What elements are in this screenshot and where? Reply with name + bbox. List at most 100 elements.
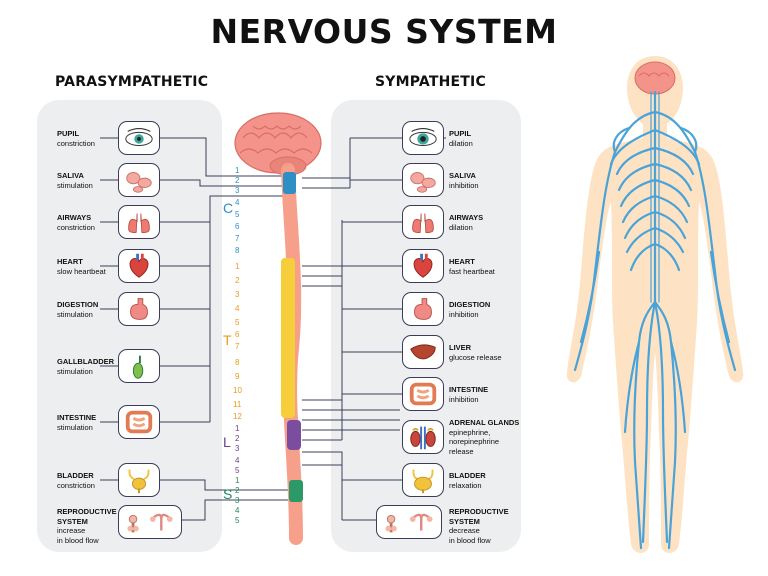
sympathetic-heading: SYMPATHETIC — [375, 74, 486, 90]
bladder-icon — [118, 463, 160, 497]
cervical-letter: C — [223, 200, 234, 216]
item-desc: stimulation — [57, 309, 93, 319]
cervical-number: 3 — [235, 186, 240, 195]
item-desc: inhibition — [449, 309, 479, 319]
thoracic-number: 11 — [233, 400, 242, 409]
sacral-number: 1 — [235, 476, 240, 485]
item-name: LIVER — [449, 343, 472, 352]
item-desc: epinephrine, — [449, 427, 491, 437]
item-desc: dilation — [449, 138, 473, 148]
gallbladder-icon — [118, 349, 160, 383]
item-desc: stimulation — [57, 366, 93, 376]
human-body-nervous-system-illustration — [566, 56, 744, 553]
heart-icon — [402, 249, 444, 283]
item-desc: slow heartbeat — [57, 266, 106, 276]
symp-label-liver: LIVER glucose release — [449, 343, 502, 362]
heart-icon — [118, 249, 160, 283]
lungs-icon — [402, 205, 444, 239]
thoracic-number: 10 — [233, 386, 242, 395]
item-name: PUPIL — [449, 129, 472, 138]
item-name: PUPIL — [57, 129, 80, 138]
item-desc: fast heartbeat — [449, 266, 495, 276]
item-desc: stimulation — [57, 422, 93, 432]
spine-labels: 1 2 3 C 4 5 6 7 8 1 2 3 4 5 T 6 7 8 9 10… — [223, 166, 246, 526]
nerve-network — [573, 90, 737, 550]
item-desc3: in blood flow — [449, 535, 491, 545]
cervical-number: 6 — [235, 222, 240, 231]
lumbar-number: 1 — [235, 424, 240, 433]
salivary-glands-icon — [118, 163, 160, 197]
item-desc: constriction — [57, 480, 95, 490]
item-desc: stimulation — [57, 180, 93, 190]
bladder-icon — [402, 463, 444, 497]
intestine-icon — [402, 377, 444, 411]
item-name: BLADDER — [57, 471, 94, 480]
item-name: INTESTINE — [449, 385, 489, 394]
thoracic-number: 9 — [235, 372, 240, 381]
symp-label-bladder: BLADDER relaxation — [449, 471, 486, 490]
brain-and-spinal-cord — [234, 112, 322, 545]
cervical-number: 1 — [235, 166, 240, 175]
symp-label-saliva: SALIVA inhibition — [449, 171, 479, 190]
sacral-number: 4 — [235, 506, 240, 515]
thoracic-number: 2 — [235, 276, 240, 285]
thoracic-letter: T — [223, 332, 232, 348]
sacral-number: 5 — [235, 516, 240, 525]
item-desc: dilation — [449, 222, 473, 232]
liver-icon — [402, 335, 444, 369]
thoracic-number: 4 — [235, 304, 240, 313]
para-label-bladder: BLADDER constriction — [57, 471, 95, 490]
cervical-number: 2 — [235, 176, 240, 185]
item-name: HEART — [57, 257, 83, 266]
item-desc: inhibition — [449, 180, 479, 190]
item-desc3: release — [449, 446, 474, 456]
item-desc: constriction — [57, 138, 95, 148]
lungs-icon — [118, 205, 160, 239]
parasympathetic-heading: PARASYMPATHETIC — [55, 74, 209, 90]
intestine-icon — [118, 405, 160, 439]
stomach-icon — [402, 292, 444, 326]
sacral-letter: S — [223, 486, 233, 502]
item-name: AIRWAYS — [449, 213, 484, 222]
para-label-heart: HEART slow heartbeat — [57, 257, 106, 276]
item-desc: SYSTEM — [57, 516, 88, 526]
thoracic-number: 6 — [235, 330, 240, 339]
item-name: AIRWAYS — [57, 213, 92, 222]
reproductive-organs-icon — [118, 505, 182, 539]
lumbar-number: 5 — [235, 466, 240, 475]
reproductive-organs-icon — [376, 505, 442, 539]
cervical-number: 8 — [235, 246, 240, 255]
page-title: NERVOUS SYSTEM — [210, 12, 558, 51]
thoracic-number: 12 — [233, 412, 242, 421]
item-desc: SYSTEM — [449, 516, 480, 526]
para-label-digestion: DIGESTION stimulation — [57, 300, 98, 319]
para-label-gallbladder: GALLBLADDER stimulation — [57, 357, 114, 376]
lumbar-number: 2 — [235, 434, 240, 443]
item-desc: inhibition — [449, 394, 479, 404]
item-name: GALLBLADDER — [57, 357, 115, 366]
item-name: DIGESTION — [57, 300, 99, 309]
cervical-number: 5 — [235, 210, 240, 219]
symp-label-reproductive: REPRODUCTIVE SYSTEM decrease in blood fl… — [449, 507, 509, 545]
item-desc2: norepinephrine — [449, 437, 500, 446]
brain-icon — [634, 61, 676, 95]
stomach-icon — [118, 292, 160, 326]
item-name: BLADDER — [449, 471, 486, 480]
item-desc2: increase — [57, 526, 86, 535]
item-name: DIGESTION — [449, 300, 491, 309]
cervical-number: 4 — [235, 198, 240, 207]
para-label-pupil: PUPIL constriction — [57, 129, 95, 148]
brain-icon — [234, 112, 322, 176]
item-desc: relaxation — [449, 480, 482, 490]
eye-icon — [402, 121, 444, 155]
lumbar-number: 3 — [235, 444, 240, 453]
item-name: SALIVA — [57, 171, 84, 180]
item-name: SALIVA — [449, 171, 476, 180]
para-label-reproductive: REPRODUCTIVE SYSTEM increase in blood fl… — [57, 507, 117, 545]
kidneys-adrenal-icon — [402, 420, 444, 454]
salivary-glands-icon — [402, 163, 444, 197]
symp-label-adrenal: ADRENAL GLANDS epinephrine, norepinephri… — [449, 418, 519, 456]
symp-label-heart: HEART fast heartbeat — [449, 257, 495, 276]
thoracic-number: 3 — [235, 290, 240, 299]
thoracic-number: 8 — [235, 358, 240, 367]
